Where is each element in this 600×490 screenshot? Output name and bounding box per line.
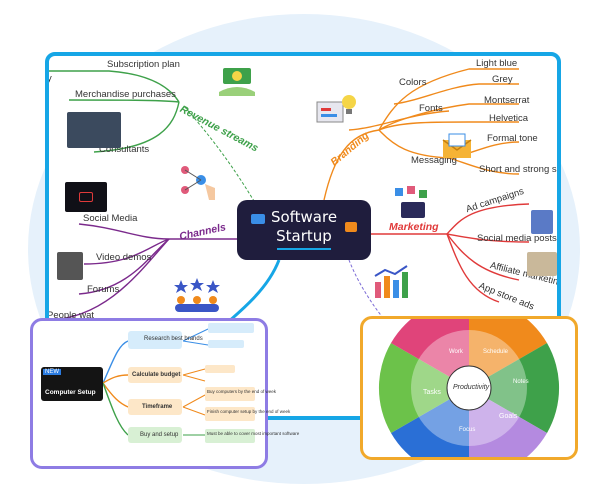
segment-tasks: Tasks — [423, 389, 441, 396]
segment-goals: Goals — [499, 413, 518, 420]
note-box — [205, 365, 235, 373]
branding-fonts-label: Fonts — [419, 103, 443, 114]
note-box — [208, 323, 254, 333]
computer-setup-mindmap-card[interactable]: NEW Computer Setup Research best brands … — [30, 318, 299, 469]
marketing-item-social-posts: Social media posts — [477, 233, 557, 244]
revenue-cut-label: y — [47, 73, 52, 84]
central-topic-line2: Startup — [276, 227, 332, 245]
central-topic-line1: Software — [270, 208, 338, 226]
envelope-icon — [441, 132, 473, 160]
code-window-icon — [345, 222, 357, 232]
code-window-icon — [251, 214, 265, 224]
segment-schedule: Schedule — [483, 349, 509, 355]
radial-chart — [378, 319, 560, 457]
branding-font-montserrat: Montserrat — [484, 95, 530, 106]
central-topic-node[interactable]: Software Startup — [237, 200, 371, 260]
branch-lines — [49, 68, 530, 348]
revenue-item-subscription: Subscription plan — [107, 59, 180, 70]
segment-work: Work — [449, 349, 463, 355]
computer-setup-label: Computer Setup — [45, 389, 96, 396]
note-box: Finish computer setup by the end of week — [205, 407, 290, 421]
note-box: Must be able to cover most important sof… — [205, 429, 299, 443]
computer-setup-root: NEW Computer Setup — [41, 367, 103, 401]
presentation-bulb-icon — [315, 92, 359, 132]
affiliate-photo — [527, 252, 557, 276]
channels-item-forums: Forums — [87, 284, 120, 295]
revenue-item-consultants: Consultants — [99, 144, 150, 155]
branch-timeframe: Timeframe — [128, 399, 182, 415]
branch-budget: Calculate budget — [128, 367, 182, 383]
branding-messaging-label: Messaging — [411, 155, 457, 166]
segment-focus: Focus — [459, 427, 476, 433]
channels-item-video-demos: Video demos — [96, 252, 152, 263]
branding-color-light-blue: Light blue — [476, 58, 518, 69]
branding-msg-formal: Formal tone — [487, 133, 538, 144]
people-stars-icon — [171, 278, 223, 312]
branding-font-helvetica: Helvetica — [489, 113, 529, 124]
note-box — [208, 340, 244, 348]
branding-color-grey: Grey — [492, 74, 513, 85]
phone-photo — [531, 210, 553, 234]
branding-msg-short: Short and strong se — [479, 164, 561, 175]
new-badge: NEW — [43, 369, 61, 375]
branding-colors-label: Colors — [399, 77, 427, 88]
marketing-title: Marketing — [389, 221, 439, 233]
segment-notes: Notes — [513, 379, 529, 385]
note-box: Buy computers by the end of week — [205, 387, 276, 401]
radial-center-label: Productivity — [453, 384, 490, 391]
money-hand-icon — [217, 66, 257, 98]
video-demo-photo — [57, 252, 83, 280]
social-media-icon — [393, 184, 433, 220]
revenue-item-merchandise: Merchandise purchases — [75, 89, 176, 100]
network-touch-icon — [177, 160, 221, 202]
bar-chart-icon — [371, 264, 411, 300]
channels-item-social-media: Social Media — [83, 213, 138, 224]
social-media-screen-photo — [65, 182, 107, 212]
branch-research: Research best brands — [128, 331, 203, 349]
card-branch-lines — [102, 328, 209, 436]
productivity-radial-card[interactable]: Productivity Tasks Goals Schedule Notes … — [360, 316, 578, 460]
central-underline — [277, 248, 331, 250]
consultants-photo — [67, 112, 121, 148]
branch-buy-setup: Buy and setup — [128, 427, 182, 443]
channels-cut-label: People wat — [47, 310, 95, 321]
